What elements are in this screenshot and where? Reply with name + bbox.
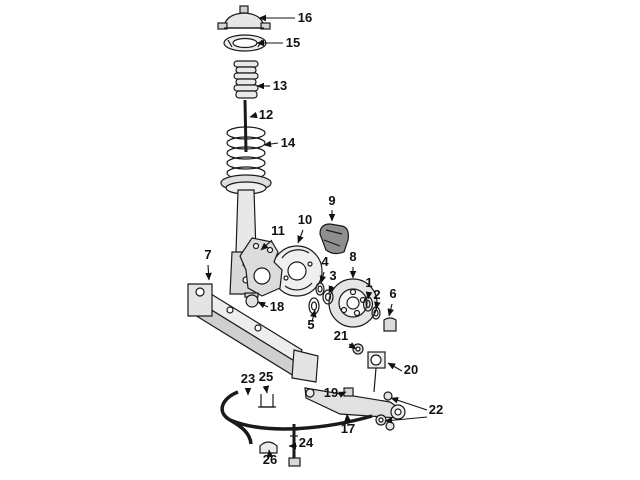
callout-14-label: 14: [281, 135, 296, 150]
callout-8-label: 8: [349, 249, 356, 264]
steering-knuckle: [239, 237, 283, 297]
callout-26-arrow: [266, 449, 274, 458]
callout-22-arrow: [390, 397, 428, 411]
callout-4-label: 4: [321, 254, 329, 269]
dust-boot: [233, 60, 259, 99]
callout-17-label: 17: [341, 421, 355, 436]
callout-7-label: 7: [204, 247, 211, 262]
ball-joint: [244, 292, 259, 308]
lower-control-arm: [304, 387, 406, 420]
callout-21-arrow: [348, 342, 357, 350]
callout-12-arrow: [249, 111, 258, 119]
bar-bracket: [258, 394, 276, 408]
callout-20-arrow: [387, 362, 403, 372]
callout-18-arrow: [257, 301, 269, 309]
splash-shield: [271, 245, 323, 297]
callout-5-label: 5: [307, 317, 314, 332]
stabilizer-bar: [220, 390, 373, 445]
callout-12-label: 12: [259, 107, 273, 122]
callout-10-label: 10: [298, 212, 312, 227]
callout-3-arrow: [328, 285, 335, 294]
callout-11-label: 11: [271, 223, 285, 238]
stabilizer-bushing: [352, 343, 364, 355]
callout-22-label: 22: [429, 402, 443, 417]
caliper-mount: [319, 223, 349, 255]
strut-piston-rod: [243, 99, 248, 153]
mount-bolt: [288, 424, 301, 467]
callout-23-label: 23: [241, 371, 255, 386]
grease-seal: [322, 289, 334, 305]
callout-25-arrow: [262, 385, 270, 394]
stabilizer-bracket: [367, 351, 386, 393]
callout-19-label: 19: [324, 385, 338, 400]
callout-19-arrow: [338, 391, 347, 398]
callout-2-arrow: [374, 301, 381, 310]
callout-3-label: 3: [329, 268, 336, 283]
callout-24-label: 24: [299, 435, 314, 450]
callout-1-arrow: [365, 291, 373, 300]
inner-bearing: [308, 297, 320, 315]
callout-11-arrow: [260, 239, 273, 251]
callout-25-label: 25: [259, 369, 273, 384]
callout-20-label: 20: [404, 362, 418, 377]
callout-21-label: 21: [334, 328, 348, 343]
callout-7-arrow: [205, 264, 212, 281]
callout-22-arrow: [384, 416, 428, 424]
callout-4-arrow: [319, 271, 327, 284]
callout-17-arrow: [344, 413, 351, 427]
callout-18-label: 18: [270, 299, 284, 314]
callout-16-label: 16: [298, 10, 312, 25]
callout-14-arrow: [263, 140, 279, 148]
callout-2-label: 2: [373, 287, 380, 302]
callout-9-label: 9: [328, 193, 335, 208]
callout-10-arrow: [297, 229, 304, 244]
callout-5-arrow: [310, 309, 317, 323]
crossmember: [187, 283, 319, 383]
callout-26-label: 26: [263, 452, 277, 467]
callout-1-label: 1: [365, 275, 372, 290]
callout-13-label: 13: [273, 78, 287, 93]
stabilizer-link-hardware: [375, 391, 395, 431]
callout-6-arrow: [387, 303, 394, 317]
outer-washer: [315, 282, 325, 296]
strut-mount: [217, 5, 271, 30]
callout-15-label: 15: [286, 35, 300, 50]
grease-cap: [383, 317, 397, 332]
callout-6-label: 6: [389, 286, 396, 301]
